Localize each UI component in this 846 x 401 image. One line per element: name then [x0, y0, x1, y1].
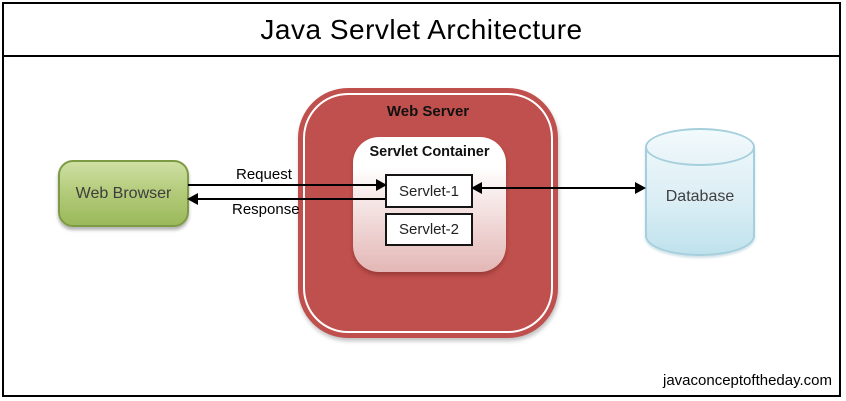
- watermark: javaconceptoftheday.com: [663, 372, 832, 389]
- web-browser-node: Web Browser: [58, 160, 189, 227]
- response-arrowhead-icon: [187, 193, 198, 205]
- servlet-database-arrowhead-left-icon: [471, 182, 482, 194]
- page-title: Java Servlet Architecture: [260, 13, 583, 45]
- database-cylinder-top: [645, 128, 755, 166]
- servlet-database-arrowhead-right-icon: [635, 182, 646, 194]
- web-server-label: Web Server: [386, 103, 470, 120]
- database-node: Database: [645, 128, 755, 256]
- servlet-2-node: Servlet-2: [385, 213, 473, 246]
- request-arrow-line: [188, 184, 377, 186]
- request-arrow-label: Request: [236, 166, 292, 183]
- request-arrowhead-icon: [376, 179, 387, 191]
- servlet-container-label: Servlet Container: [369, 144, 490, 160]
- title-bar: Java Servlet Architecture: [2, 2, 841, 57]
- servlet-1-node: Servlet-1: [385, 174, 473, 208]
- web-browser-label: Web Browser: [75, 184, 172, 202]
- database-label: Database: [665, 188, 735, 205]
- response-arrow-label: Response: [232, 201, 300, 218]
- servlet-1-label: Servlet-1: [398, 182, 460, 200]
- web-server-inner-ring: [303, 93, 553, 333]
- servlet-database-arrow-line: [481, 187, 637, 189]
- servlet-2-label: Servlet-2: [398, 221, 460, 238]
- response-arrow-line: [198, 198, 385, 200]
